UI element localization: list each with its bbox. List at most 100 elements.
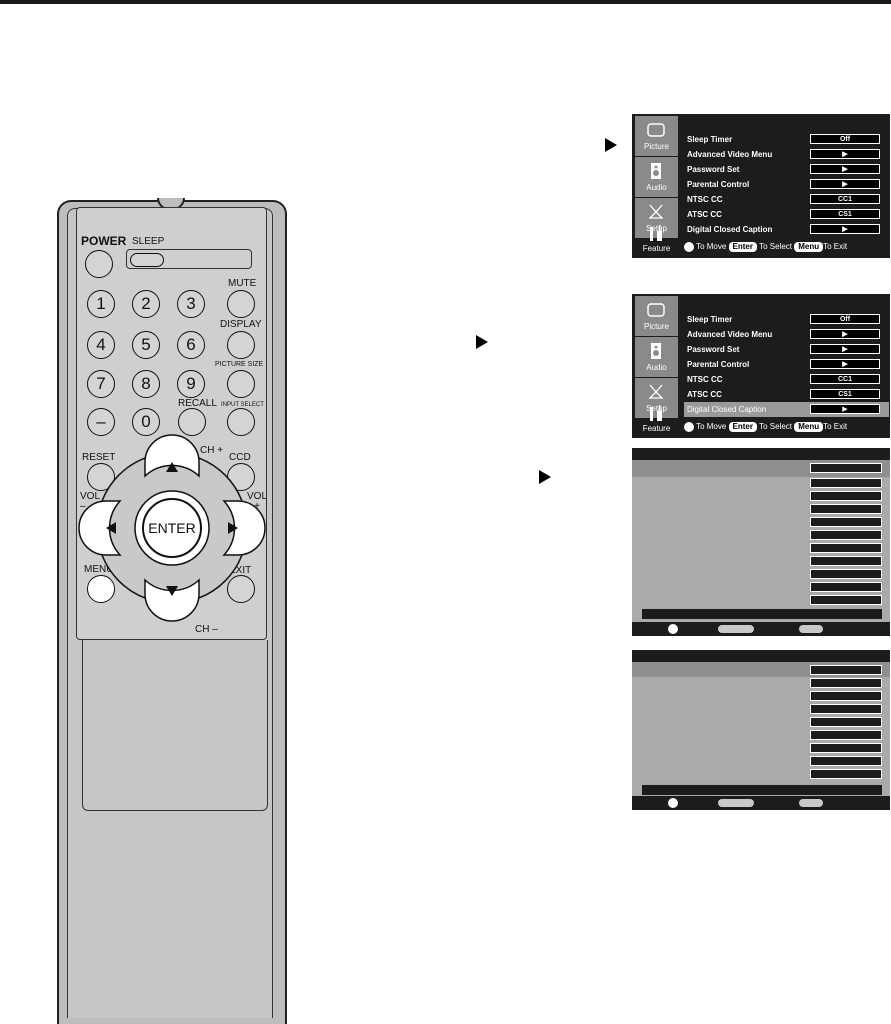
submenu-value-box[interactable]	[810, 717, 882, 727]
submenu-value-box[interactable]	[810, 691, 882, 701]
submenu-value-box[interactable]	[810, 704, 882, 714]
submenu-value-box[interactable]	[810, 556, 882, 566]
ccd-label: CCD	[229, 452, 251, 463]
recall-label: RECALL	[178, 398, 217, 409]
digit-9-button[interactable]: 9	[177, 370, 205, 398]
menu-row-digital-cc[interactable]: Digital Closed Caption▶	[684, 222, 889, 237]
vol-up-button[interactable]	[222, 500, 266, 556]
exit-button[interactable]	[227, 575, 255, 603]
step-arrow-2	[476, 335, 488, 349]
digit-2-button[interactable]: 2	[132, 290, 160, 318]
menu-row-label: Digital Closed Caption	[687, 405, 767, 414]
tab-audio[interactable]: Audio	[635, 337, 678, 377]
tab-setup[interactable]: Setup	[635, 198, 678, 238]
picture-size-button[interactable]	[227, 370, 255, 398]
digit-3-button[interactable]: 3	[177, 290, 205, 318]
tab-picture-label: Picture	[644, 142, 669, 151]
vol-down-button[interactable]	[78, 500, 122, 556]
vol-minus-label: VOL –	[80, 491, 101, 512]
ch-up-button[interactable]	[144, 434, 200, 478]
menu-row-value: Off	[810, 314, 880, 324]
recall-button[interactable]	[178, 408, 206, 436]
submenu-value-box[interactable]	[810, 595, 882, 605]
display-button[interactable]	[227, 331, 255, 359]
digit-1-button[interactable]: 1	[87, 290, 115, 318]
menu-row-advanced-video[interactable]: Advanced Video Menu▶	[684, 327, 889, 342]
menu-row-value: CC1	[810, 374, 880, 384]
menu-row-parental-control[interactable]: Parental Control▶	[684, 177, 889, 192]
submenu-value-box[interactable]	[810, 678, 882, 688]
enter-key-badge	[718, 799, 754, 807]
menu-row-parental-control[interactable]: Parental Control▶	[684, 357, 889, 372]
submenu-value-box[interactable]	[810, 756, 882, 766]
menu-row-advanced-video[interactable]: Advanced Video Menu▶	[684, 147, 889, 162]
tv-icon	[647, 123, 665, 137]
submenu-value-box[interactable]	[810, 517, 882, 527]
ch-plus-label: CH +	[200, 445, 224, 456]
digit-0-button[interactable]: 0	[132, 408, 160, 436]
digit-7-button[interactable]: 7	[87, 370, 115, 398]
antenna-icon	[648, 384, 664, 399]
submenu-value-box[interactable]	[810, 463, 882, 473]
submenu-value-box[interactable]	[810, 491, 882, 501]
menu-row-password-set[interactable]: Password Set▶	[684, 162, 889, 177]
footer-select: To Select	[759, 422, 792, 431]
menu-button[interactable]	[87, 575, 115, 603]
submenu-value-box[interactable]	[810, 530, 882, 540]
menu-row-label: ATSC CC	[687, 390, 722, 399]
submenu-value-box[interactable]	[810, 569, 882, 579]
tab-feature[interactable]: Feature	[635, 405, 678, 438]
speaker-icon	[651, 343, 661, 359]
menu-row-sleep-timer[interactable]: Sleep Timer Off	[684, 312, 889, 327]
submenu-value-box[interactable]	[810, 478, 882, 488]
right-arrow-icon	[228, 522, 238, 534]
menu-row-digital-cc-selected[interactable]: Digital Closed Caption▶	[684, 402, 889, 417]
up-arrow-icon	[166, 462, 178, 472]
enter-button[interactable]	[142, 498, 202, 558]
digit-6-button[interactable]: 6	[177, 331, 205, 359]
submenu-value-box[interactable]	[810, 504, 882, 514]
menu-row-value: ▶	[810, 329, 880, 339]
submenu-value-box[interactable]	[810, 543, 882, 553]
digit-5-button[interactable]: 5	[132, 331, 160, 359]
reset-label: RESET	[82, 452, 116, 463]
enter-label: ENTER	[148, 520, 196, 536]
step-arrow-1	[605, 138, 617, 152]
submenu-value-box[interactable]	[810, 665, 882, 675]
submenu-footer	[632, 622, 890, 636]
submenu-dark-row	[642, 785, 882, 795]
submenu-value-box[interactable]	[810, 582, 882, 592]
submenu-value-box[interactable]	[810, 730, 882, 740]
menu-row-value: CS1	[810, 209, 880, 219]
menu-row-password-set[interactable]: Password Set▶	[684, 342, 889, 357]
menu-row-label: Sleep Timer	[687, 315, 733, 324]
dash-button[interactable]: –	[87, 408, 115, 436]
submenu-value-box[interactable]	[810, 769, 882, 779]
digit-8-button[interactable]: 8	[132, 370, 160, 398]
power-button[interactable]	[85, 250, 113, 278]
submenu-value-box[interactable]	[810, 743, 882, 753]
tools-icon	[650, 405, 662, 421]
tab-picture[interactable]: Picture	[635, 296, 678, 336]
enter-key-badge: Enter	[728, 242, 757, 252]
left-arrow-icon	[106, 522, 116, 534]
digit-4-button[interactable]: 4	[87, 331, 115, 359]
tab-setup[interactable]: Setup	[635, 378, 678, 418]
ch-down-button[interactable]	[144, 578, 200, 622]
sleep-button[interactable]	[130, 253, 164, 267]
menu-row-value: ▶	[810, 224, 880, 234]
tab-feature[interactable]: Feature	[635, 225, 678, 258]
move-icon	[684, 421, 694, 432]
osd-submenu-blank-1	[632, 448, 890, 636]
tools-icon	[650, 225, 662, 241]
tab-picture[interactable]: Picture	[635, 116, 678, 156]
input-select-button[interactable]	[227, 408, 255, 436]
mute-button[interactable]	[227, 290, 255, 318]
tab-audio[interactable]: Audio	[635, 157, 678, 197]
